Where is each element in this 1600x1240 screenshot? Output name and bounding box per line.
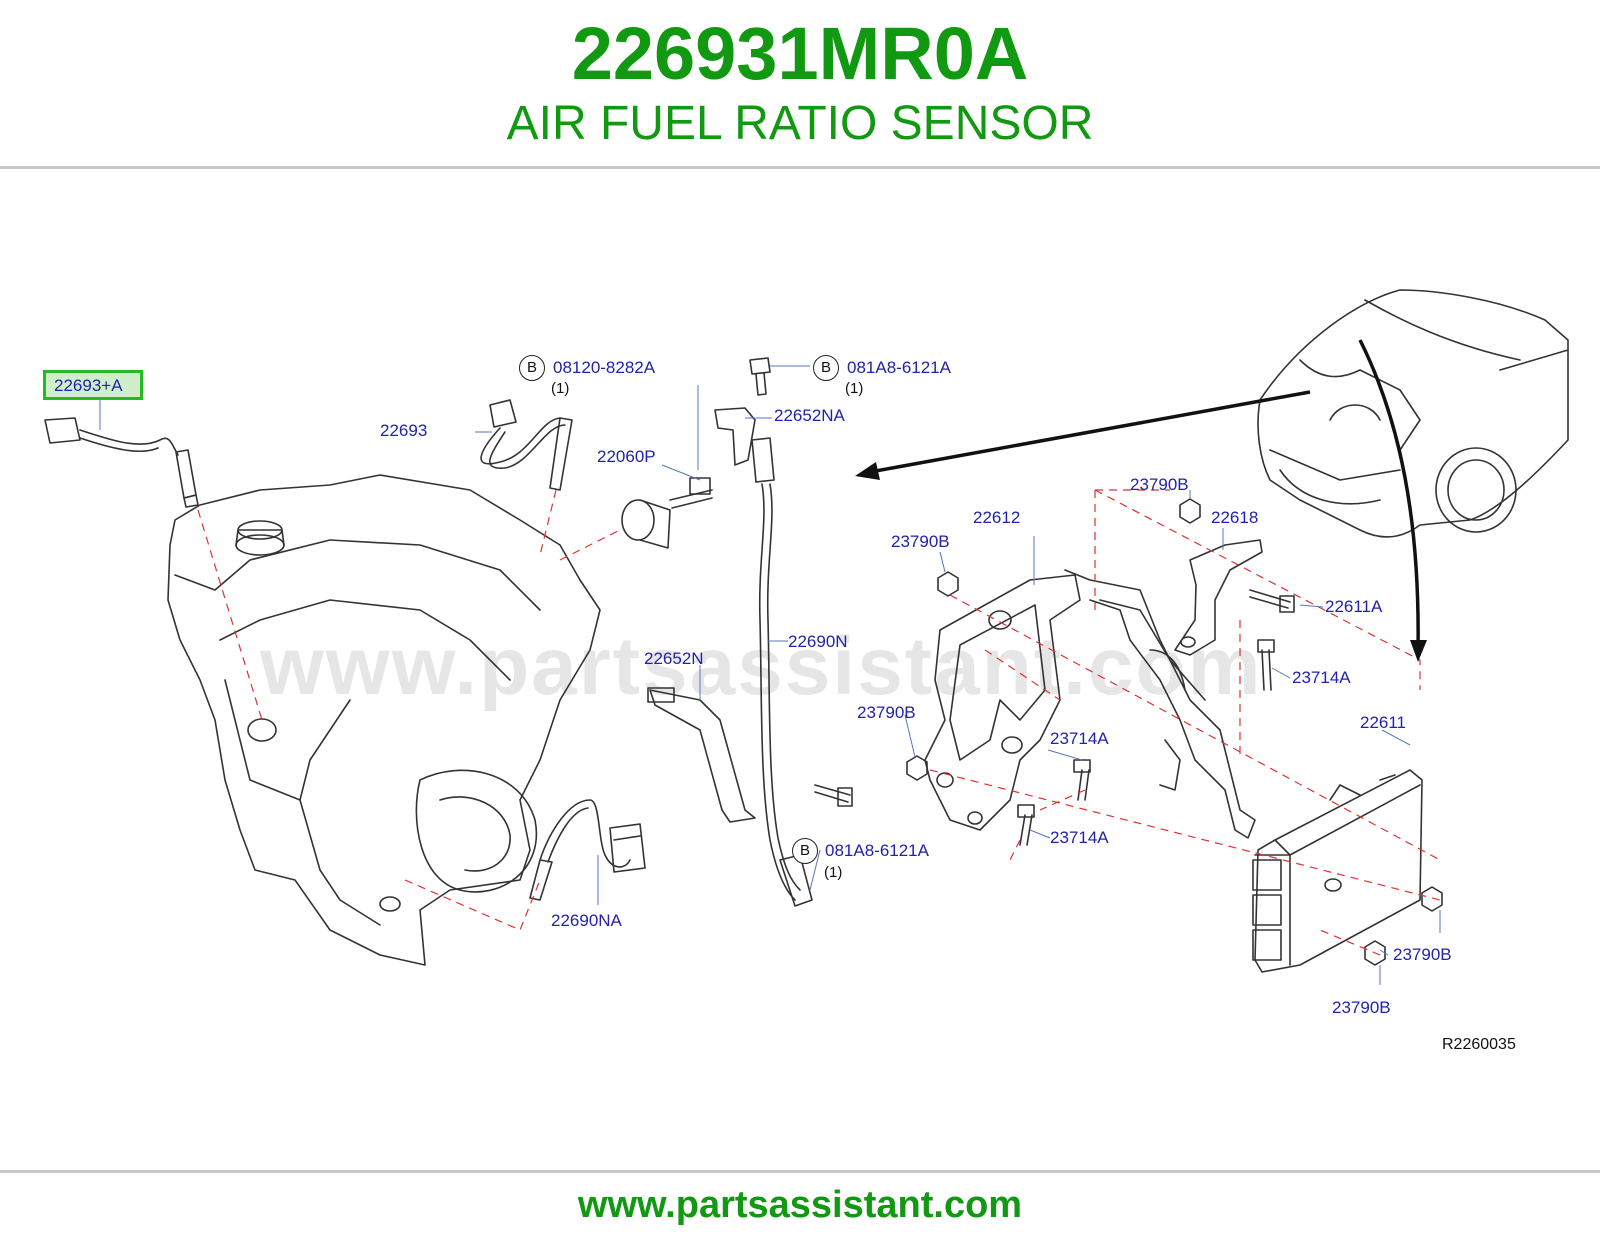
bolt-marker-b: B	[519, 355, 545, 381]
quantity-081a8-top: (1)	[845, 380, 864, 397]
callout-23790b-e[interactable]: 23790B	[1332, 998, 1391, 1017]
callout-22693[interactable]: 22693	[380, 421, 428, 440]
callout-23790b-c[interactable]: 23790B	[857, 703, 916, 722]
callout-23714a-c[interactable]: 23714A	[1050, 828, 1109, 847]
part-number-title: 226931MR0A	[571, 12, 1029, 95]
quantity-081a8-bottom: (1)	[824, 864, 843, 881]
car-illustration	[1257, 289, 1569, 538]
highlighted-callout-box	[43, 370, 143, 400]
callout-22652n[interactable]: 22652N	[644, 649, 704, 668]
ecm-illustration	[1254, 769, 1423, 973]
callout-23790b-d[interactable]: 23790B	[1393, 945, 1452, 964]
nut-23790b-icon	[937, 571, 959, 597]
callout-22060p[interactable]: 22060P	[597, 447, 656, 466]
callout-23714a-a[interactable]: 23714A	[1292, 668, 1351, 687]
engine-illustration	[167, 474, 601, 966]
callout-22618[interactable]: 22618	[1211, 508, 1259, 527]
callout-22693-a[interactable]: 22693+A	[54, 376, 123, 395]
bolt-marker-b: B	[792, 838, 818, 864]
callout-22690n[interactable]: 22690N	[788, 632, 848, 651]
callout-22611a[interactable]: 22611A	[1325, 597, 1383, 616]
callout-23714a-b[interactable]: 23714A	[1050, 729, 1109, 748]
arrow-down	[1358, 339, 1420, 651]
arrow-left	[869, 390, 1311, 474]
callout-23790b-b[interactable]: 23790B	[1130, 475, 1189, 494]
footer-divider	[0, 1170, 1600, 1173]
diagram-reference-code: R2260035	[1442, 1036, 1516, 1053]
callout-22652na[interactable]: 22652NA	[774, 406, 845, 425]
callout-23790b-a[interactable]: 23790B	[891, 532, 950, 551]
callout-22612[interactable]: 22612	[973, 508, 1021, 527]
bolt-marker-b: B	[813, 355, 839, 381]
callout-22690na[interactable]: 22690NA	[551, 911, 622, 930]
footer-website-link[interactable]: www.partsassistant.com	[577, 1184, 1023, 1226]
callout-22611[interactable]: 22611	[1360, 713, 1407, 732]
header-divider	[0, 166, 1600, 169]
callout-081a8-6121a-bottom[interactable]: 081A8-6121A	[825, 841, 929, 860]
callout-08120-8282a[interactable]: 08120-8282A	[553, 358, 656, 377]
callout-081a8-6121a-top[interactable]: 081A8-6121A	[847, 358, 951, 377]
part-description: AIR FUEL RATIO SENSOR	[506, 97, 1094, 150]
header: 226931MR0A AIR FUEL RATIO SENSOR	[0, 0, 1600, 170]
quantity-08120: (1)	[551, 380, 570, 397]
